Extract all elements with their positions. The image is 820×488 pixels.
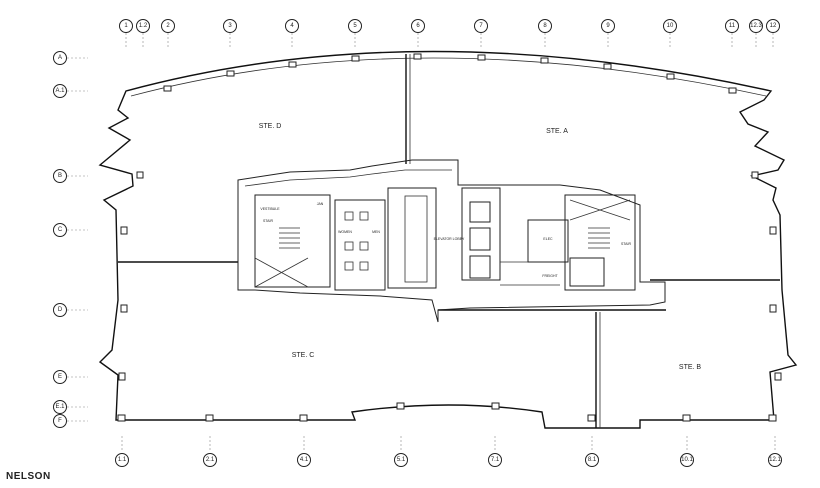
suite-b-label: STE. B — [679, 364, 702, 371]
grid-bubble-top: 11 — [725, 19, 739, 33]
grid-bubble-bottom: 1.1 — [115, 453, 129, 467]
grid-bubble-top: 4 — [285, 19, 299, 33]
svg-text:8: 8 — [543, 23, 547, 29]
building-outline — [98, 50, 798, 429]
men-label: MEN — [372, 230, 380, 234]
stair-label: STAIR — [263, 219, 274, 223]
grid-bubble-top: 2 — [161, 19, 175, 33]
svg-text:1.2: 1.2 — [139, 23, 148, 29]
svg-text:2: 2 — [166, 23, 170, 29]
grid-bubble-left: A.1 — [53, 84, 67, 98]
grid-bubble-bottom: 7.1 — [488, 453, 502, 467]
bottom-grid-bubbles: 1.1 2.1 4.1 5.1 7.1 8.1 10.1 12.1 — [115, 453, 782, 467]
svg-text:1.1: 1.1 — [118, 457, 127, 463]
grid-bubble-bottom: 5.1 — [394, 453, 408, 467]
svg-text:3: 3 — [228, 23, 232, 29]
suite-c-label: STE. C — [292, 352, 315, 359]
suite-d-label: STE. D — [259, 123, 282, 130]
grid-bubble-left: C — [53, 223, 67, 237]
svg-text:6: 6 — [416, 23, 420, 29]
grid-bubble-top: 10 — [663, 19, 677, 33]
svg-text:11: 11 — [729, 23, 736, 29]
left-grid-bubbles: A A.1 B C D E E.1 F — [53, 51, 67, 428]
svg-text:8.1: 8.1 — [588, 457, 597, 463]
elec-label: ELEC — [543, 237, 553, 241]
vestibule-label: VESTIBULE — [260, 207, 280, 211]
svg-text:2.1: 2.1 — [206, 457, 215, 463]
svg-text:7.1: 7.1 — [491, 457, 500, 463]
grid-bubble-top: 3 — [223, 19, 237, 33]
grid-bubble-bottom: 2.1 — [203, 453, 217, 467]
svg-text:12.1: 12.1 — [769, 457, 781, 463]
elevator-lobby-label: ELEVATOR LOBBY — [434, 237, 465, 241]
grid-bubble-left: A — [53, 51, 67, 65]
grid-bubble-top: 5 — [348, 19, 362, 33]
grid-bubble-left: F — [53, 414, 67, 428]
demising-walls — [118, 54, 780, 428]
grid-bubble-bottom: 12.1 — [768, 453, 782, 467]
building-core — [237, 159, 666, 323]
core-labels: ELEVATOR LOBBY FREIGHT WOMEN MEN ELEC ST… — [260, 202, 631, 278]
women-label: WOMEN — [338, 230, 352, 234]
grid-bubble-bottom: 4.1 — [297, 453, 311, 467]
janitor-label: JAN — [317, 202, 324, 206]
grid-bubble-top: 9 — [601, 19, 615, 33]
grid-bubble-left: E.1 — [53, 400, 67, 414]
grid-bubble-bottom: 10.1 — [680, 453, 694, 467]
grid-bubble-top: 1.2 — [136, 19, 150, 33]
grid-bubble-bottom: 8.1 — [585, 453, 599, 467]
grid-bubble-left: D — [53, 303, 67, 317]
structural-columns — [117, 226, 782, 422]
grid-bubble-left: E — [53, 370, 67, 384]
grid-bubble-top: 6 — [411, 19, 425, 33]
grid-bubble-left: B — [53, 169, 67, 183]
svg-text:B: B — [58, 173, 62, 179]
svg-text:E.1: E.1 — [55, 404, 65, 410]
suite-a-label: STE. A — [546, 128, 568, 135]
svg-text:12: 12 — [770, 23, 777, 29]
svg-text:C: C — [58, 227, 63, 233]
nelson-logo: NELSON — [6, 471, 51, 482]
grid-bubble-top: 12.3 — [749, 19, 763, 33]
suite-labels: STE. D STE. A STE. C STE. B — [259, 123, 702, 371]
svg-text:E: E — [58, 374, 62, 380]
grid-bubble-top: 7 — [474, 19, 488, 33]
svg-text:1: 1 — [124, 23, 128, 29]
svg-text:5.1: 5.1 — [397, 457, 406, 463]
svg-text:F: F — [58, 418, 62, 424]
top-grid-bubbles: 1 1.2 2 3 4 5 6 7 8 9 10 11 12.3 12 — [119, 19, 780, 33]
svg-text:4.1: 4.1 — [300, 457, 309, 463]
grid-bubble-top: 1 — [119, 19, 133, 33]
freight-label: FREIGHT — [542, 274, 558, 278]
grid-bubble-top: 12 — [766, 19, 780, 33]
grid-bubble-top: 8 — [538, 19, 552, 33]
curtain-wall-mullions — [136, 53, 759, 179]
svg-text:A.1: A.1 — [55, 88, 65, 94]
svg-text:7: 7 — [479, 23, 483, 29]
stair-label-east: STAIR — [621, 242, 632, 246]
grid-lines — [67, 33, 776, 452]
svg-text:9: 9 — [606, 23, 610, 29]
svg-text:10: 10 — [667, 23, 674, 29]
svg-text:5: 5 — [353, 23, 357, 29]
svg-text:12.3: 12.3 — [750, 23, 762, 29]
svg-text:10.1: 10.1 — [681, 457, 693, 463]
svg-text:4: 4 — [290, 23, 294, 29]
svg-text:A: A — [58, 55, 62, 61]
svg-text:D: D — [58, 307, 63, 313]
